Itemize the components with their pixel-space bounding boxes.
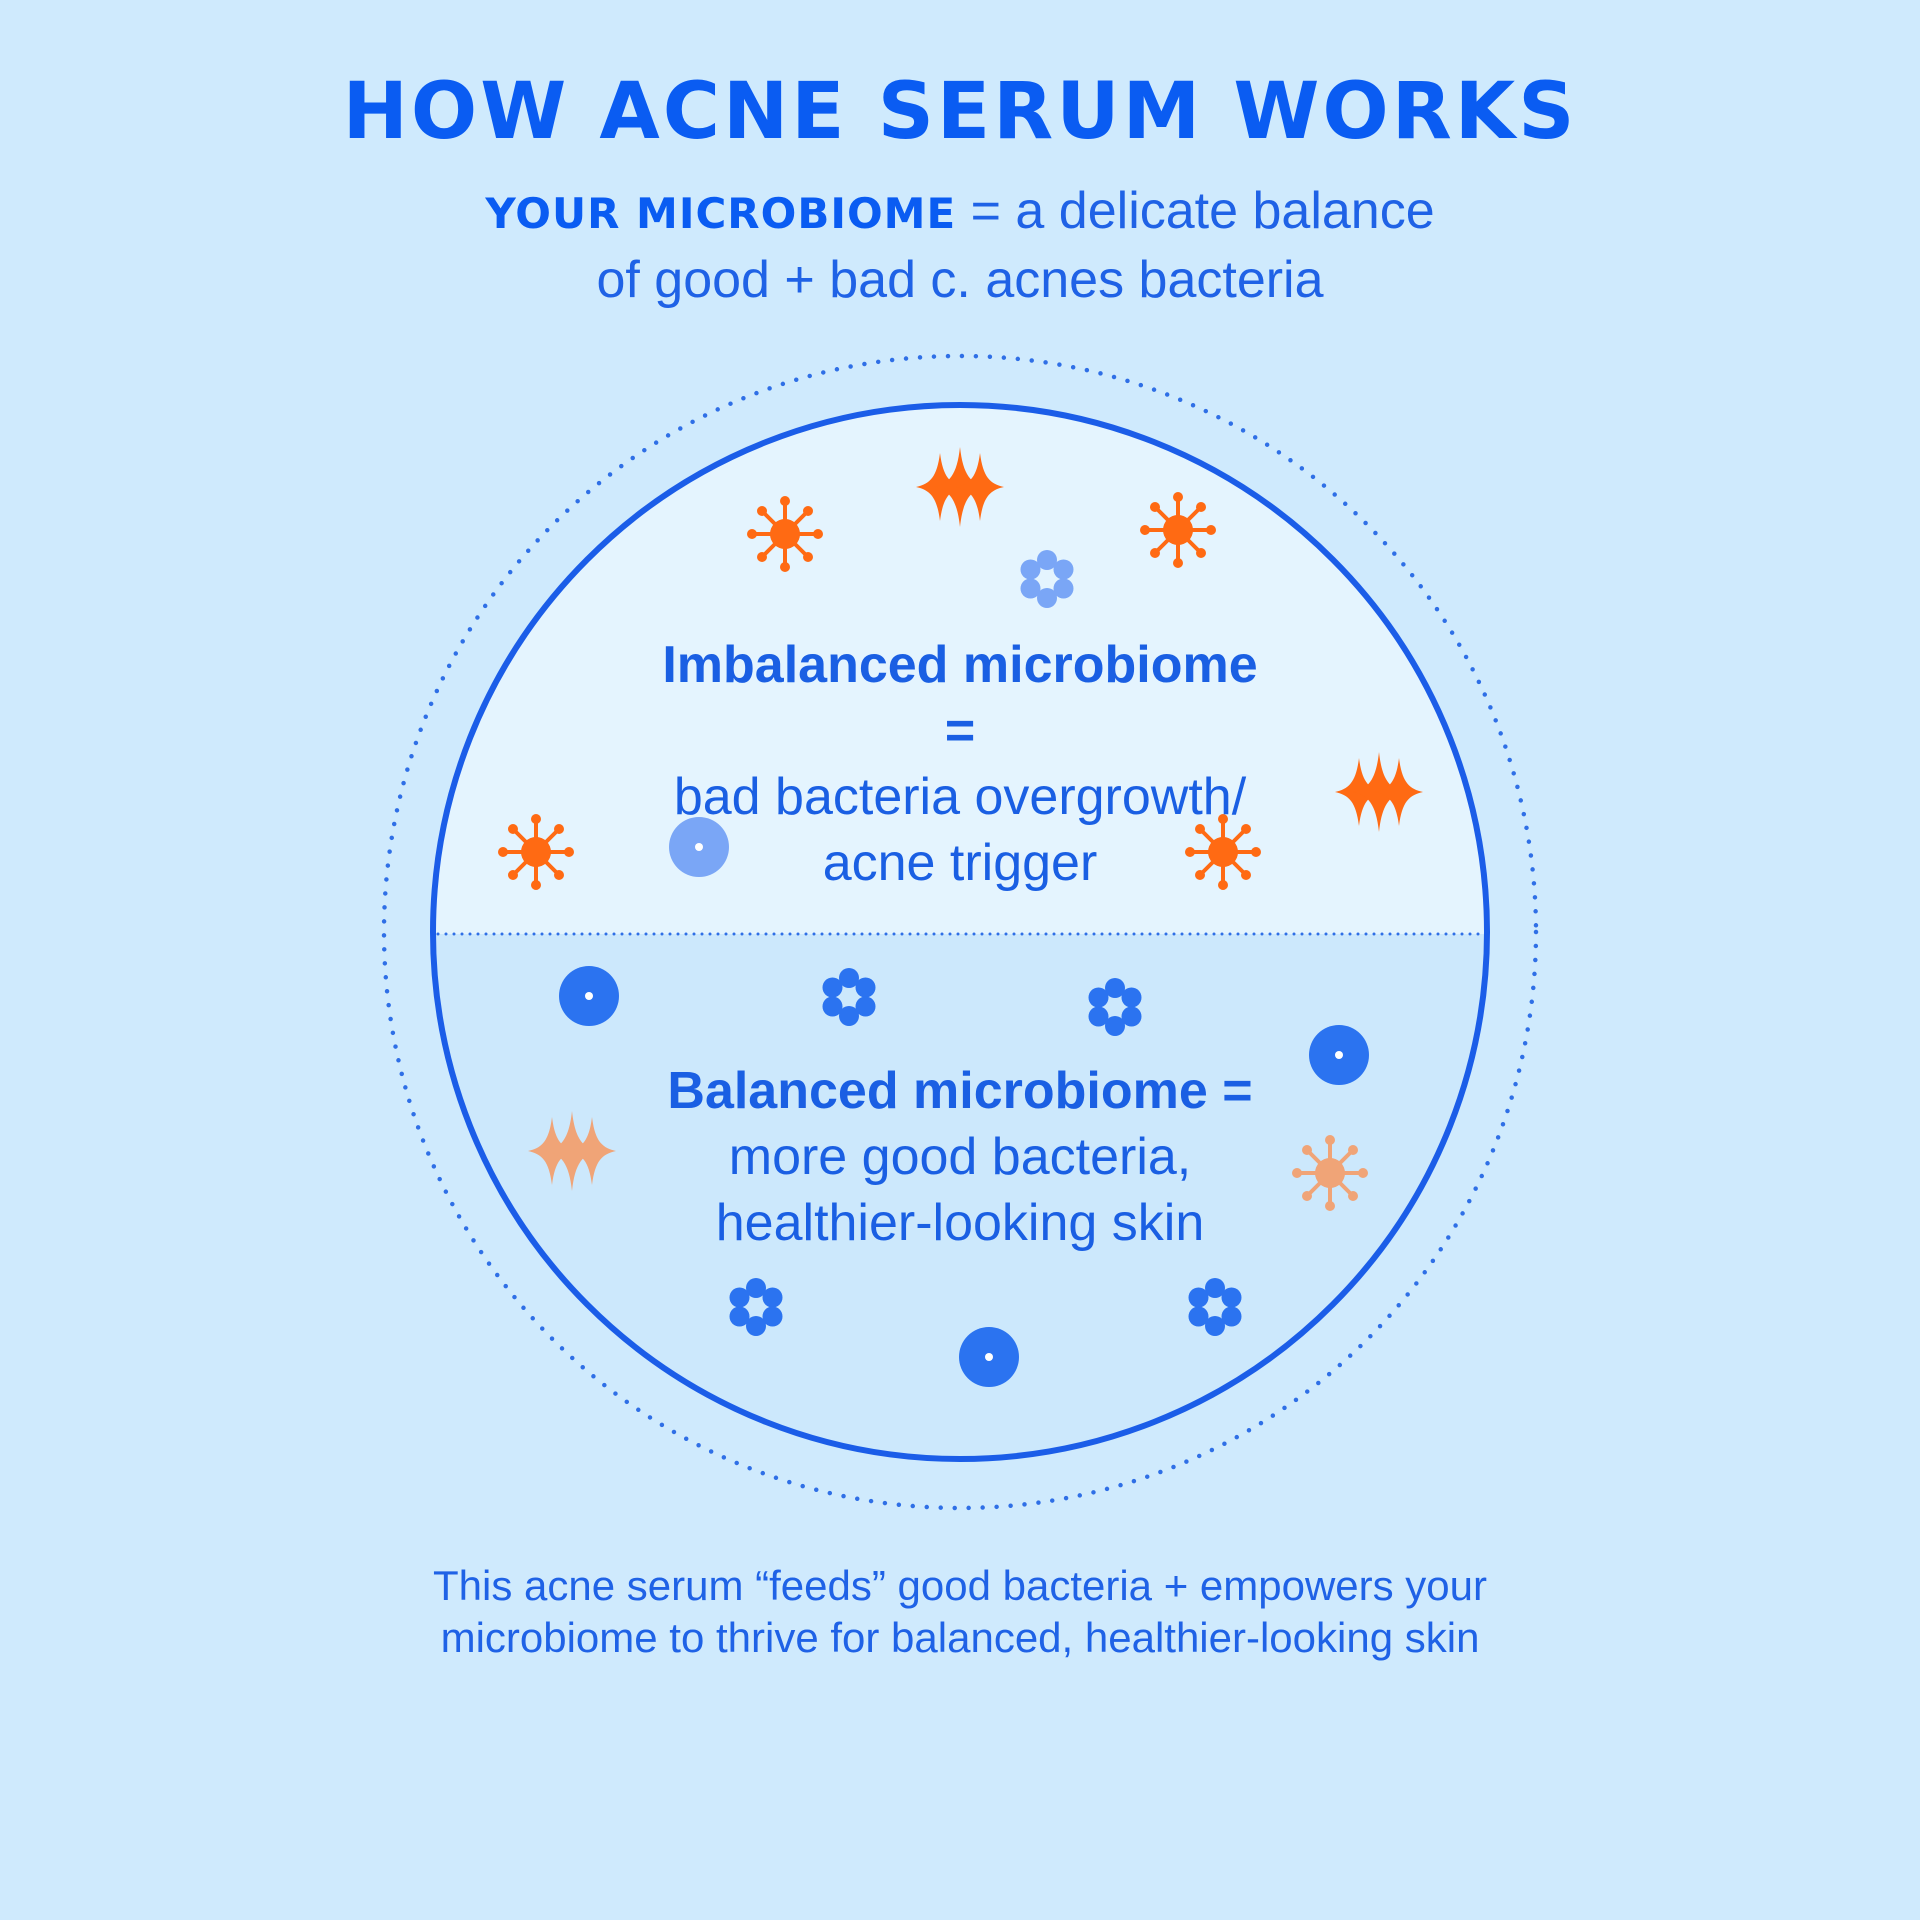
imbalanced-line-2: bad bacteria overgrowth/	[673, 768, 1247, 826]
subtitle: YOUR MICROBIOME = a delicate balance of …	[0, 178, 1920, 313]
imbalanced-heading: Imbalanced microbiome =	[662, 636, 1258, 760]
imbalanced-line-3: acne trigger	[822, 834, 1098, 892]
page-title: HOW ACNE SERUM WORKS	[342, 67, 1578, 157]
disc-bacteria-icon	[559, 966, 619, 1026]
subtitle-line-1: YOUR MICROBIOME = a delicate balance	[0, 178, 1920, 247]
balanced-heading: Balanced microbiome =	[667, 1062, 1253, 1120]
subtitle-rest: = a delicate balance	[956, 182, 1435, 240]
footer-line-1: This acne serum “feeds” good bacteria + …	[433, 1562, 1487, 1609]
disc-bacteria-icon	[1309, 1025, 1369, 1085]
main-circle	[430, 402, 1490, 1462]
balanced-line-3: healthier-looking skin	[715, 1194, 1205, 1252]
balanced-label: Balanced microbiome = more good bacteria…	[660, 1058, 1260, 1256]
subtitle-line-2: of good + bad c. acnes bacteria	[596, 251, 1324, 309]
balanced-line-2: more good bacteria,	[728, 1128, 1192, 1186]
imbalanced-label: Imbalanced microbiome = bad bacteria ove…	[660, 632, 1260, 896]
subtitle-strong: YOUR MICROBIOME	[485, 189, 957, 238]
footer-line-2: microbiome to thrive for balanced, healt…	[440, 1614, 1480, 1661]
outer-dotted-ring	[381, 353, 1539, 1511]
footer-caption: This acne serum “feeds” good bacteria + …	[0, 1560, 1920, 1664]
disc-bacteria-icon	[959, 1327, 1019, 1387]
